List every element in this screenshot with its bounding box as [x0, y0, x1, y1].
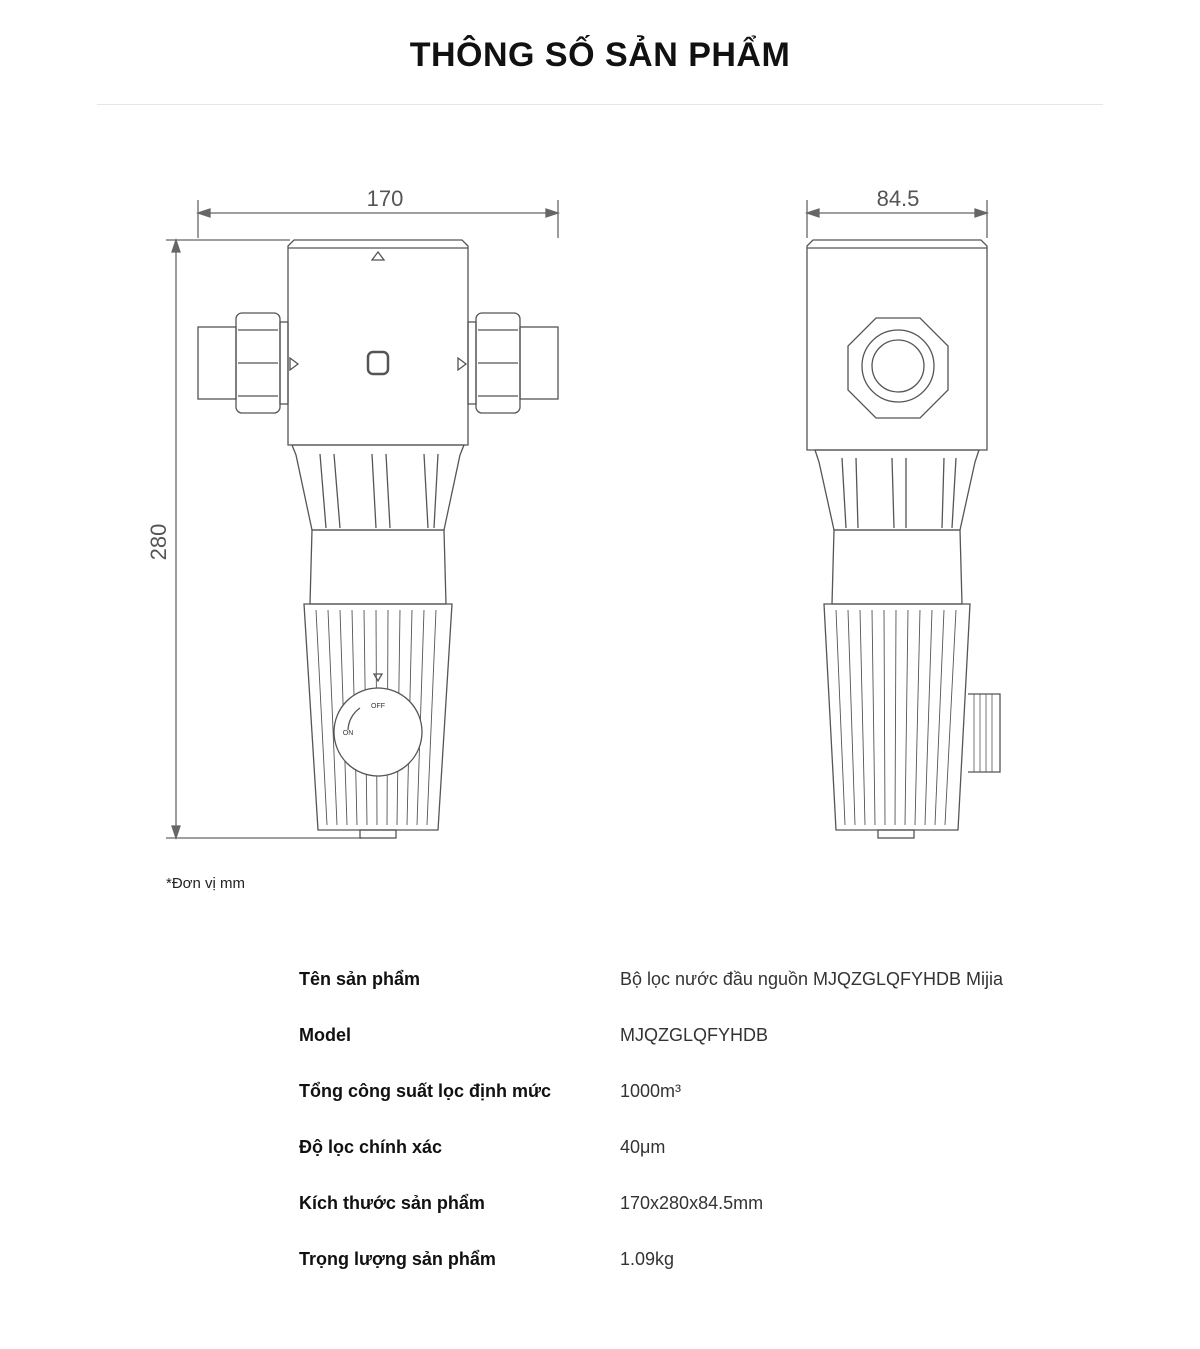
spec-label: Tổng công suất lọc định mức: [299, 1081, 552, 1101]
side-knob: [968, 693, 1001, 773]
outlet-nut: [847, 317, 949, 419]
spec-row: Độ lọc chính xác 40μm: [299, 1123, 1059, 1179]
title-divider: [97, 104, 1103, 105]
spec-row: Trọng lượng sản phẩm 1.09kg: [299, 1235, 1059, 1291]
side-width-dimension: [804, 200, 990, 238]
product-dimension-diagram: 170 280 84.5 OFF ON: [146, 186, 1001, 841]
front-view-drawing: [166, 200, 561, 841]
mi-logo-icon: [366, 350, 390, 376]
spec-value: 40μm: [620, 1137, 666, 1157]
front-width-dimension: [195, 200, 561, 238]
spec-row: Tổng công suất lọc định mức 1000m³: [299, 1067, 1059, 1123]
height-label: 280: [146, 524, 171, 561]
spec-value: 170x280x84.5mm: [620, 1193, 764, 1213]
spec-value: MJQZGLQFYHDB: [620, 1025, 769, 1045]
spec-row: Tên sản phẩm Bộ lọc nước đầu nguồn MJQZG…: [299, 955, 1059, 1011]
spec-value: 1000m³: [620, 1081, 682, 1101]
page-title: THÔNG SỐ SẢN PHẨM: [409, 36, 791, 74]
knob-off-label: OFF: [371, 703, 385, 710]
spec-table: Tên sản phẩm Bộ lọc nước đầu nguồn MJQZG…: [299, 955, 1059, 1291]
height-dimension: [166, 237, 362, 841]
front-width-label: 170: [367, 186, 404, 211]
side-width-label: 84.5: [877, 186, 920, 211]
side-view-drawing: [804, 200, 1001, 839]
spec-row: Kích thước sản phẩm 170x280x84.5mm: [299, 1179, 1059, 1235]
spec-row: Model MJQZGLQFYHDB: [299, 1011, 1059, 1067]
spec-value: 1.09kg: [620, 1249, 675, 1269]
spec-label: Tên sản phẩm: [299, 969, 421, 989]
unit-note: *Đơn vị mm: [166, 875, 246, 892]
spec-label: Độ lọc chính xác: [299, 1137, 443, 1157]
spec-label: Kích thước sản phẩm: [299, 1193, 485, 1213]
spec-label: Model: [299, 1025, 351, 1045]
spec-label: Trọng lượng sản phẩm: [299, 1249, 496, 1269]
spec-value: Bộ lọc nước đầu nguồn MJQZGLQFYHDB Mijia: [620, 969, 1003, 989]
knob-on-label: ON: [343, 730, 354, 737]
valve-knob: [333, 687, 423, 777]
